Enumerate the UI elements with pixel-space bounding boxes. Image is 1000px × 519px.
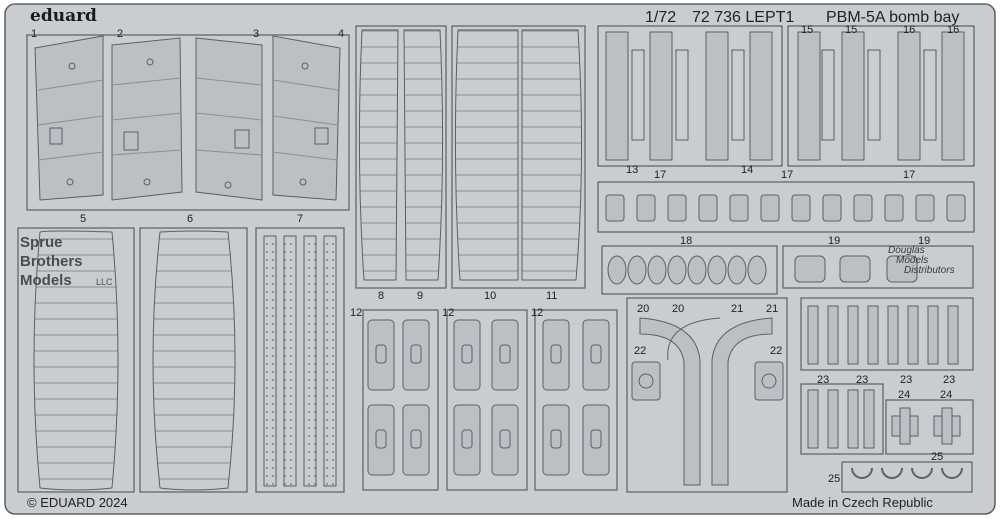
label-part-7: 7	[297, 213, 303, 225]
svg-text:Sprue: Sprue	[20, 234, 63, 251]
label-part-22b: 22	[770, 345, 782, 357]
part-10	[454, 29, 519, 281]
label-part-16b: 16	[947, 24, 959, 36]
part-21a	[711, 317, 773, 486]
svg-text:Distributors: Distributors	[904, 265, 955, 276]
part-group-clips-17: 17 17 17	[597, 169, 975, 233]
part-1	[34, 35, 104, 201]
label-part-21b: 21	[766, 303, 778, 315]
label-part-24b: 24	[940, 389, 952, 401]
part-group-20-22: 20 20 21 21 22 22	[626, 297, 788, 493]
label-part-10: 10	[484, 290, 496, 302]
label-part-2: 2	[117, 28, 123, 40]
part-group-25: 25 25	[828, 451, 973, 493]
svg-text:Models: Models	[20, 272, 72, 289]
label-part-20a: 20	[637, 303, 649, 315]
origin-label: Made in Czech Republic	[792, 495, 933, 510]
label-part-12c: 12	[531, 307, 543, 319]
part-group-brackets-12: 12 12 12	[350, 307, 618, 491]
part-group-19: 19 19	[782, 235, 974, 289]
part-4	[272, 35, 341, 201]
part-group-doors-1-4: 1 2 3 4	[26, 28, 350, 211]
part-22b	[754, 361, 784, 401]
label-part-15b: 15	[845, 24, 857, 36]
label-part-19b: 19	[918, 235, 930, 247]
part-group-23: 23 23 23 23	[800, 297, 974, 455]
label-part-14: 14	[741, 164, 753, 176]
label-part-17b: 17	[781, 169, 793, 181]
label-part-17c: 17	[903, 169, 915, 181]
part-9	[403, 29, 444, 281]
part-8	[358, 29, 399, 281]
part-7	[263, 235, 337, 487]
brand-logo: eduard	[30, 6, 97, 26]
watermark-right: Douglas Models Distributors	[888, 245, 955, 276]
label-part-12b: 12	[442, 307, 454, 319]
label-part-9: 9	[417, 290, 423, 302]
label-part-12a: 12	[350, 307, 362, 319]
label-part-23d: 23	[943, 374, 955, 386]
svg-text:Brothers: Brothers	[20, 253, 83, 270]
label-part-25a: 25	[828, 473, 840, 485]
part-22a	[631, 361, 661, 401]
label-part-20b: 20	[672, 303, 684, 315]
label-part-23b: 23	[856, 374, 868, 386]
svg-text:LLC: LLC	[96, 277, 113, 287]
part-group-panels-8-11: 8 9 10 11	[355, 25, 586, 302]
label-part-24a: 24	[898, 389, 910, 401]
part-20b	[667, 317, 721, 361]
part-group-18: 18	[601, 235, 778, 295]
part-5	[33, 230, 119, 491]
part-group-24: 24 24	[885, 389, 974, 455]
scale-label: 1/72	[645, 9, 676, 26]
copyright: © EDUARD 2024	[27, 495, 128, 510]
part-group-panels-5-7: 5 6 7	[17, 213, 345, 493]
label-part-19: 19	[828, 235, 840, 247]
label-part-5: 5	[80, 213, 86, 225]
label-part-23c: 23	[900, 374, 912, 386]
part-3	[195, 37, 263, 201]
part-20a	[639, 317, 701, 486]
label-part-6: 6	[187, 213, 193, 225]
svg-text:Douglas: Douglas	[888, 245, 925, 256]
label-part-17a: 17	[654, 169, 666, 181]
part-11	[521, 29, 583, 281]
label-part-16a: 16	[903, 24, 915, 36]
label-part-25b: 25	[931, 451, 943, 463]
part-group-racks-13-16: 13 14 15 15 16 16	[597, 24, 975, 176]
product-code: 72 736 LEPT1	[692, 9, 794, 26]
label-part-22a: 22	[634, 345, 646, 357]
label-part-23a: 23	[817, 374, 829, 386]
part-2	[111, 37, 183, 201]
part-6	[152, 230, 236, 491]
label-part-18: 18	[680, 235, 692, 247]
label-part-8: 8	[378, 290, 384, 302]
label-part-4: 4	[338, 28, 344, 40]
label-part-1: 1	[31, 28, 37, 40]
svg-text:Models: Models	[896, 255, 928, 266]
product-title: PBM-5A bomb bay	[826, 9, 959, 26]
label-part-15a: 15	[801, 24, 813, 36]
watermark-left: Sprue Brothers Models LLC	[20, 234, 113, 289]
label-part-3: 3	[253, 28, 259, 40]
label-part-21a: 21	[731, 303, 743, 315]
label-part-13: 13	[626, 164, 638, 176]
label-part-11: 11	[546, 290, 557, 302]
